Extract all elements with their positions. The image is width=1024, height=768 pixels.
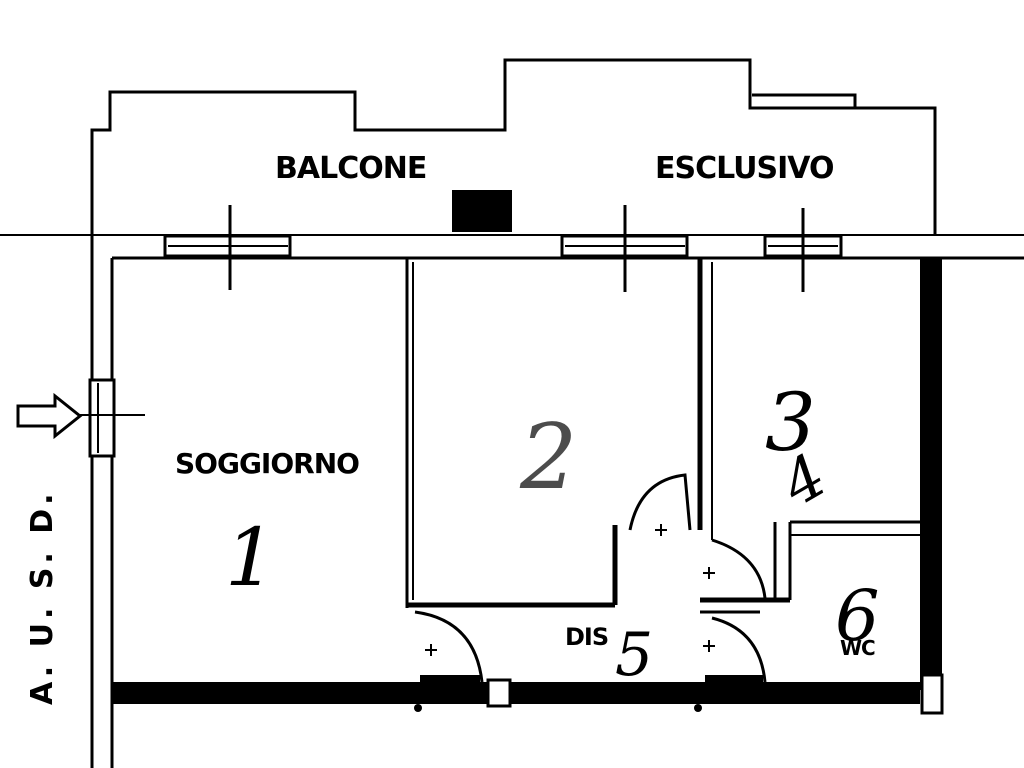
door-swing-soggiorno (414, 610, 484, 683)
label-dis: DIS (565, 623, 608, 651)
entrance-door (88, 378, 116, 458)
bottom-wall-gap (486, 678, 512, 708)
door-swing-room3 (711, 538, 767, 599)
door-marks (425, 524, 715, 656)
label-esclusivo: ESCLUSIVO (655, 151, 834, 186)
bottom-wall (112, 682, 920, 704)
chimney-block (452, 190, 512, 232)
room-number-6: 6 (835, 575, 880, 657)
label-wc: WC (840, 636, 875, 660)
label-balcone: BALCONE (275, 151, 426, 186)
room-number-3: 3 (765, 376, 816, 469)
room-number-1: 1 (225, 511, 276, 604)
label-soggiorno: SOGGIORNO (175, 447, 359, 480)
balcony-outline (90, 58, 937, 235)
door-swing-room2 (628, 473, 692, 531)
entrance-arrow-icon (16, 392, 83, 440)
right-wall-pillar (920, 673, 944, 715)
room-number-2: 2 (519, 405, 577, 510)
window-3 (763, 208, 843, 292)
label-side-ausd: A. U. S. D. (25, 489, 60, 705)
room-number-5: 5 (615, 620, 653, 690)
right-wall (920, 258, 942, 690)
balcony-step (752, 93, 857, 108)
window-2 (560, 205, 689, 292)
door-swing-wc (711, 616, 767, 683)
window-1 (163, 205, 292, 290)
